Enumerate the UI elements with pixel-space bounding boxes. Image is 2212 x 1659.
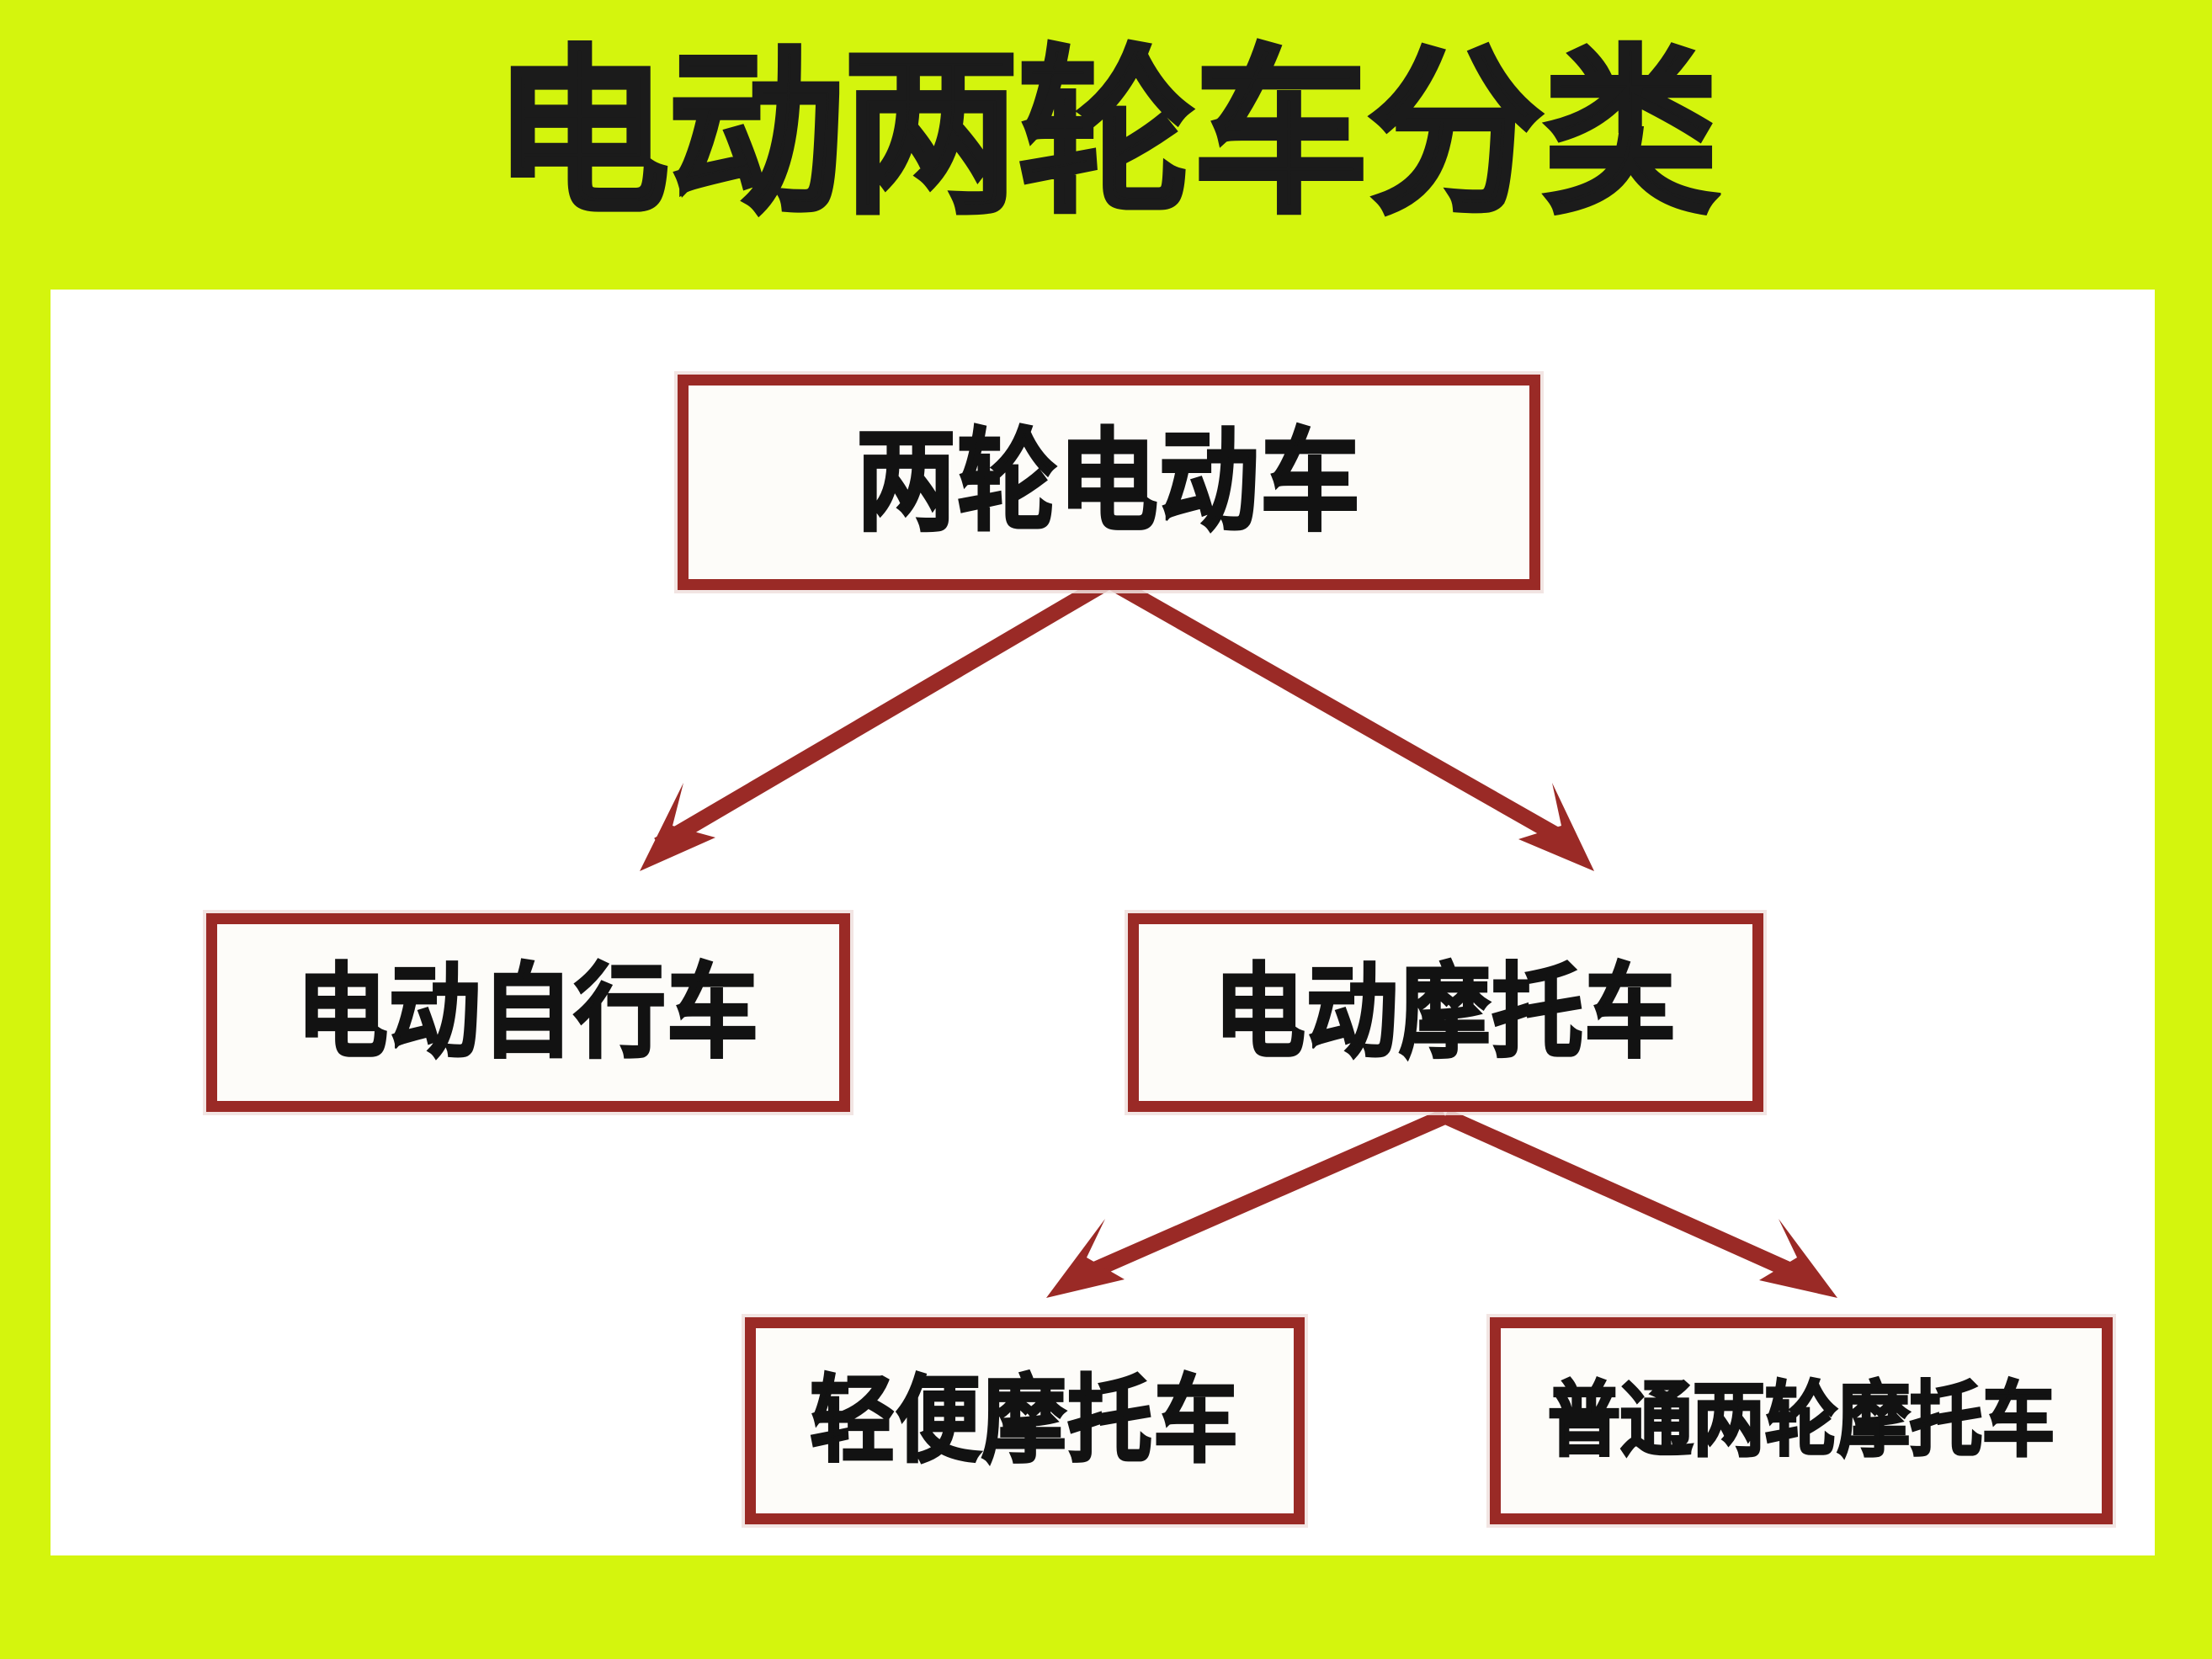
node-label: 两轮电动车 [855,420,1362,545]
diagram-panel: 两轮电动车 电动自行车 电动摩托车 轻便摩托车 普通两轮摩托车 [51,290,2155,1555]
edge-emoto-to-moped [1046,1109,1449,1298]
page-title: 电动两轮车分类 [492,34,1720,233]
node-electric-bicycle[interactable]: 电动自行车 [206,913,850,1112]
edge-root-to-emoto [1105,573,1594,871]
node-light-moped[interactable]: 轻便摩托车 [745,1317,1305,1524]
diagram-connectors [640,573,1837,1298]
node-electric-motorcycle[interactable]: 电动摩托车 [1128,913,1763,1112]
edge-root-to-ebike [640,573,1114,871]
node-label: 轻便摩托车 [809,1368,1240,1474]
node-label: 普通两轮摩托车 [1547,1375,2056,1466]
edge-emoto-to-ordinary [1442,1109,1837,1298]
title-bar: 电动两轮车分类 [0,0,2212,290]
node-label: 电动摩托车 [1213,954,1678,1070]
node-label: 电动自行车 [295,954,760,1070]
node-ordinary-two-wheel-motorcycle[interactable]: 普通两轮摩托车 [1490,1317,2113,1524]
node-two-wheel-ev[interactable]: 两轮电动车 [678,375,1540,590]
